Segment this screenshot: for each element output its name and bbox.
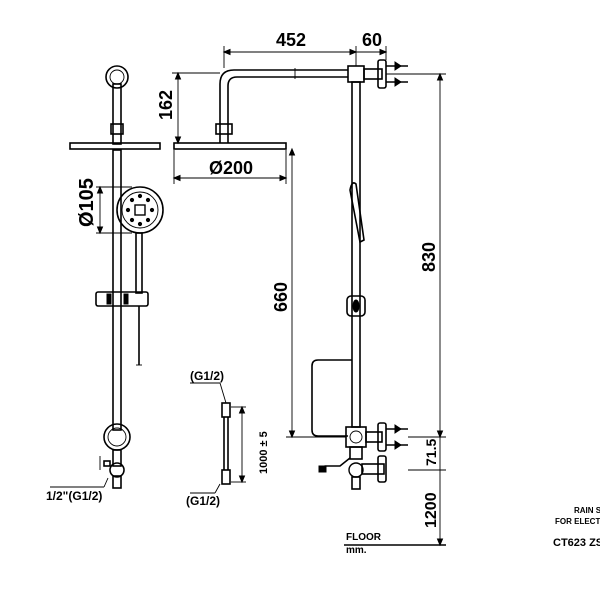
hose-thread-top-label: (G1/2)	[190, 369, 224, 383]
inlet-thread-label: 1/2"(G1/2)	[46, 489, 102, 503]
front-view	[69, 65, 164, 489]
slider-side	[346, 295, 366, 317]
title-line-1: RAIN S	[574, 506, 600, 515]
hose-detail: (G1/2) (G1/2)	[186, 369, 246, 508]
rain-head-side	[173, 142, 287, 150]
dim-arm-length: 452	[276, 30, 306, 50]
hose-thread-bottom-label: (G1/2)	[186, 494, 220, 508]
units-label: mm.	[346, 545, 367, 556]
dim-wall-offset: 60	[362, 30, 382, 50]
hand-shower-handle	[135, 232, 143, 294]
model-number: CT623 ZS	[553, 537, 600, 549]
top-elbow	[347, 65, 365, 83]
dim-hose-length: 1000 ± 5	[258, 431, 270, 474]
dim-head-diameter: Ø200	[209, 158, 253, 178]
bottom-wall-screws	[386, 424, 408, 450]
side-view	[173, 59, 408, 490]
slider-bracket	[95, 291, 149, 307]
hose-loop	[311, 359, 352, 437]
dim-total-height: 830	[419, 242, 439, 272]
dim-arm-height: 162	[156, 90, 176, 120]
title-line-2: FOR ELECTR	[555, 517, 600, 526]
dim-hand-shower-diameter: Ø105	[76, 178, 98, 227]
top-wall-screws	[386, 61, 408, 87]
dim-floor-to-outlet: 1200	[423, 492, 440, 528]
top-wall-mount	[105, 65, 129, 89]
overhead-arm	[219, 69, 348, 143]
inlet-thread-callout: 1/2"(G1/2)	[46, 477, 109, 503]
mixer-body-side	[345, 426, 367, 448]
floor-label: FLOOR	[346, 532, 382, 543]
dim-head-to-mixer: 660	[271, 282, 291, 312]
head-arm-pipe	[112, 83, 122, 145]
hand-shower-side	[349, 182, 365, 244]
riser-column	[351, 81, 361, 428]
spray-nozzles	[125, 193, 155, 227]
dim-mixer-to-outlet: 71.5	[423, 439, 439, 466]
main-column	[112, 149, 122, 431]
dimension-lines	[172, 46, 446, 547]
